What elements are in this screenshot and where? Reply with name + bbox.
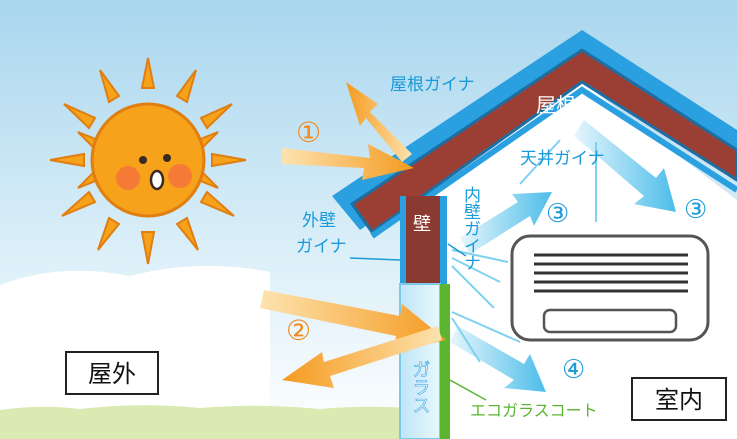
indoor-label: 室内 (655, 386, 703, 414)
marker-3-right: ③ (684, 195, 707, 225)
air-conditioner-icon (510, 234, 710, 342)
roof-gaina-label: 屋根ガイナ (390, 75, 475, 95)
inner-wall-gaina-layer (440, 196, 447, 284)
marker-3-left: ③ (546, 199, 569, 229)
wall-label: 壁 (413, 214, 431, 235)
heat-arrow-to-glass (260, 290, 446, 352)
cool-arrow-glass-down (450, 326, 546, 392)
outer-wall-label-line1: 外壁 (302, 211, 336, 231)
leader-eco-glass (449, 379, 487, 401)
eco-glass-coat-layer (440, 284, 450, 439)
roof-gaina-layer (332, 30, 737, 230)
ceiling-gaina-label: 天井ガイナ (520, 149, 605, 169)
outer-wall-label-line2: ガイナ (296, 237, 347, 257)
heat-arrow-to-roof (282, 144, 414, 180)
reflected-arrow-1 (346, 82, 412, 162)
cool-arrow-wall-up (460, 192, 552, 254)
cool-arrow-ceiling-right (574, 120, 676, 212)
roof-layer (350, 48, 737, 234)
marker-1: ① (296, 116, 321, 149)
wall (406, 196, 440, 284)
leader-inner-wall (447, 243, 467, 257)
reflected-arrow-2 (282, 326, 442, 388)
glass-label: ガラス (410, 360, 431, 414)
eco-glass-coat-label: エコガラスコート (470, 401, 598, 420)
ceiling-gaina-layer (370, 86, 737, 239)
indoor-box (631, 377, 727, 421)
sun-icon (49, 57, 247, 265)
marker-2: ② (286, 314, 311, 347)
outdoor-label: 屋外 (88, 360, 136, 388)
grass-strip (0, 405, 410, 439)
roof-label: 屋根 (536, 93, 576, 117)
cool-rays (451, 139, 597, 363)
outer-wall-gaina-layer (400, 196, 406, 284)
marker-4: ④ (562, 355, 585, 385)
inner-wall-gaina-label: 内壁ガイナ (460, 186, 481, 271)
leader-outer-wall (349, 257, 401, 261)
outdoor-box (65, 351, 159, 395)
